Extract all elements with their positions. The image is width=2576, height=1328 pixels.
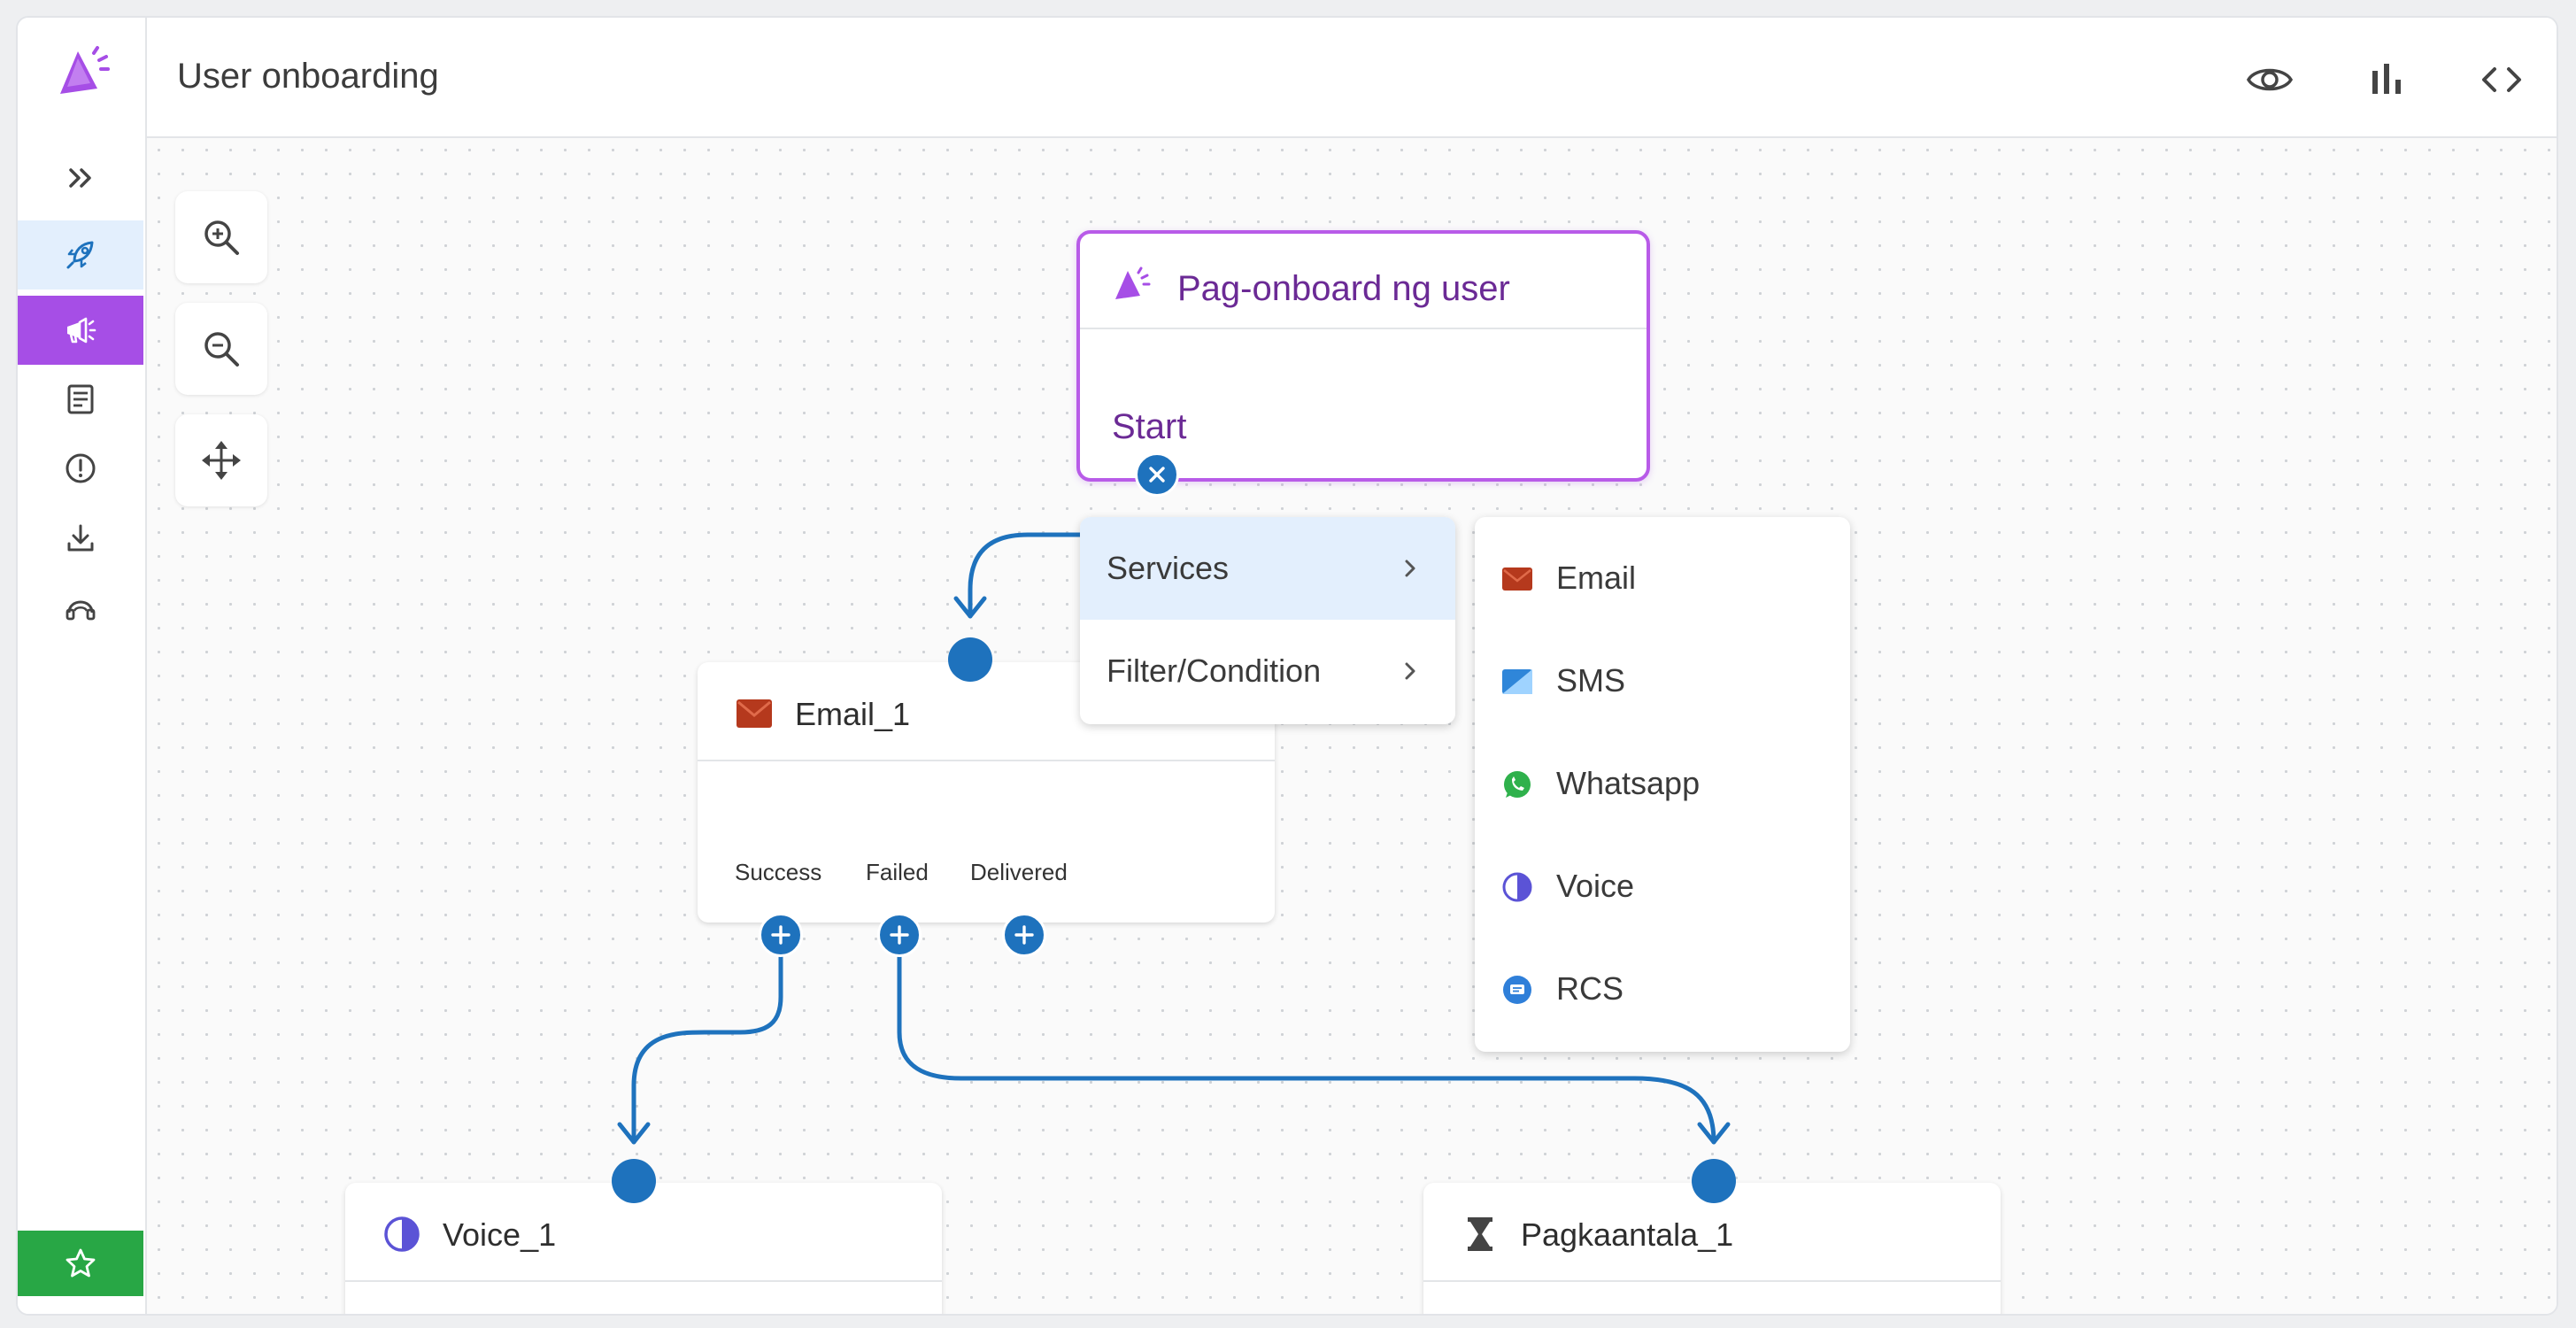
service-item-sms[interactable]: SMS <box>1475 630 1850 733</box>
service-item-voice[interactable]: Voice <box>1475 836 1850 938</box>
start-close-button[interactable] <box>1135 452 1179 497</box>
rocket-icon <box>66 241 94 269</box>
email-icon <box>1501 563 1533 595</box>
service-item-rcs[interactable]: RCS <box>1475 938 1850 1041</box>
voice-icon <box>1501 871 1533 903</box>
email-node-title: Email_1 <box>795 696 911 732</box>
sidebar-favorite-button[interactable] <box>18 1231 143 1296</box>
start-node-label: Start <box>1112 407 1187 446</box>
sms-icon <box>1501 666 1533 698</box>
plus-icon <box>1014 925 1034 945</box>
chevron-right-icon <box>1405 662 1415 680</box>
delay-node-title: Pagkaantala_1 <box>1521 1216 1734 1253</box>
sidebar-item-downloads[interactable] <box>18 504 143 573</box>
output-label-failed: Failed <box>866 859 929 885</box>
start-node-title: Pag-onboard ng user <box>1177 269 1510 308</box>
download-icon <box>67 524 94 552</box>
megaphone-icon <box>1112 266 1151 305</box>
sidebar-expand-button[interactable] <box>18 143 143 212</box>
edge-start-to-email <box>968 532 1088 619</box>
email-icon <box>735 694 774 733</box>
chevron-right-icon <box>1405 560 1415 577</box>
eye-icon <box>2246 68 2294 91</box>
email-input-handle[interactable] <box>948 637 992 682</box>
code-button[interactable] <box>2477 55 2526 104</box>
plus-icon <box>890 925 909 945</box>
sidebar-item-journeys[interactable] <box>18 220 143 290</box>
plus-icon <box>771 925 791 945</box>
flow-edges <box>617 532 1731 1145</box>
alert-icon <box>66 453 96 483</box>
sidebar-item-alerts[interactable] <box>18 434 143 503</box>
voice-input-handle[interactable] <box>612 1159 656 1203</box>
menu-item-services[interactable]: Services <box>1080 517 1455 620</box>
preview-button[interactable] <box>2245 55 2294 104</box>
fit-view-button[interactable] <box>175 414 267 506</box>
delay-node[interactable]: Pagkaantala_1 <box>1423 1183 2001 1314</box>
document-icon <box>67 384 94 414</box>
code-icon <box>2482 67 2521 92</box>
delay-input-handle[interactable] <box>1692 1159 1736 1203</box>
expand-icon <box>69 168 91 188</box>
zoom-out-icon <box>204 332 239 367</box>
star-icon <box>66 1248 96 1278</box>
header: User onboarding <box>147 18 2557 138</box>
voice-node[interactable]: Voice_1 <box>345 1183 942 1314</box>
sidebar <box>18 18 147 1314</box>
add-failed-button[interactable] <box>877 913 922 957</box>
analytics-button[interactable] <box>2362 55 2411 104</box>
output-label-delivered: Delivered <box>970 859 1068 885</box>
voice-node-title: Voice_1 <box>443 1216 557 1253</box>
output-label-success: Success <box>735 859 822 885</box>
close-icon <box>1149 467 1165 483</box>
add-delivered-button[interactable] <box>1002 913 1046 957</box>
edge-failed-to-delay <box>897 954 1716 1145</box>
service-item-email[interactable]: Email <box>1475 528 1850 630</box>
megaphone-icon <box>67 317 96 344</box>
edge-success-to-voice <box>631 954 783 1145</box>
rcs-icon <box>1501 974 1533 1006</box>
bar-chart-icon <box>2372 64 2401 94</box>
logo-icon <box>51 42 113 104</box>
sidebar-item-support[interactable] <box>18 574 143 643</box>
services-submenu: Email SMS W <box>1475 517 1850 1052</box>
node-context-menu: Services Filter/Condition <box>1080 517 1455 724</box>
page-title: User onboarding <box>177 57 439 96</box>
app-window: User onboarding <box>16 16 2558 1316</box>
zoom-in-button[interactable] <box>175 191 267 283</box>
flow-canvas[interactable]: Pag-onboard ng user Start Email_1 S <box>147 138 2557 1314</box>
voice-icon <box>382 1215 421 1254</box>
add-success-button[interactable] <box>759 913 803 957</box>
menu-item-filter-condition[interactable]: Filter/Condition <box>1080 620 1455 722</box>
sidebar-item-templates[interactable] <box>18 365 143 434</box>
whatsapp-icon <box>1501 768 1533 800</box>
sidebar-item-campaigns[interactable] <box>18 296 143 365</box>
start-node[interactable]: Pag-onboard ng user Start <box>1076 230 1650 482</box>
move-icon <box>202 441 241 480</box>
headset-icon <box>66 600 96 621</box>
hourglass-icon <box>1461 1215 1500 1254</box>
zoom-out-button[interactable] <box>175 303 267 395</box>
zoom-in-icon <box>204 220 239 255</box>
service-item-whatsapp[interactable]: Whatsapp <box>1475 733 1850 836</box>
